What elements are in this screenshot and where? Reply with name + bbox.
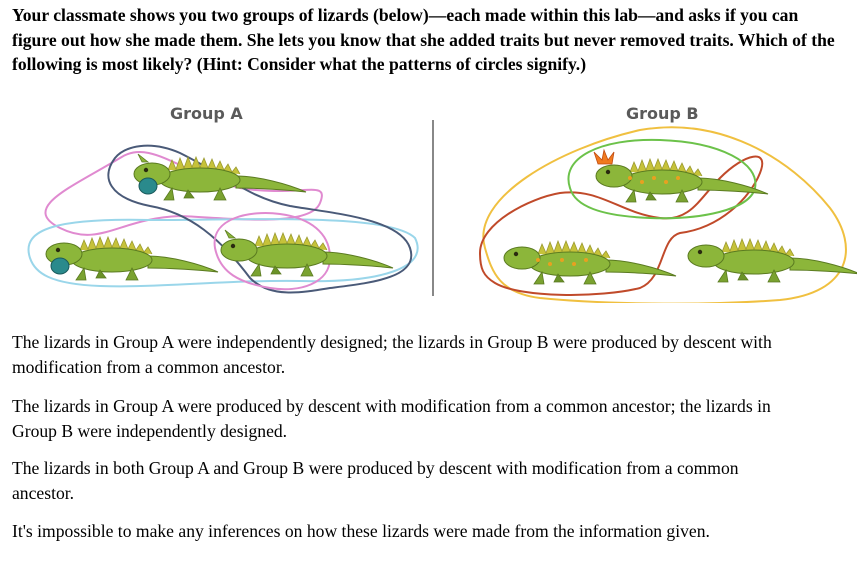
answer-option-1[interactable]: The lizards in Group A were independentl… [12,332,772,377]
answer-option-4[interactable]: It's impossible to make any inferences o… [12,521,710,541]
group-b-red-circle [478,155,764,296]
dewlap-icon [50,257,70,275]
group-b-lizard-left [503,240,677,285]
group-b-lizard-right [687,238,857,283]
group-b-yellow-circle [482,126,847,303]
group-a-lizard-top [133,153,307,201]
answer-option-3[interactable]: The lizards in both Group A and Group B … [12,458,739,503]
crest-icon [593,148,615,165]
group-a-label: Group A [170,104,243,123]
group-a-pink-circle [44,151,323,236]
group-a-lizard-right [220,229,394,277]
group-b-green-circle [567,138,757,220]
lizard-groups-figure [27,120,857,303]
dewlap-icon [138,177,158,195]
answer-option-2[interactable]: The lizards in Group A were produced by … [12,396,771,441]
group-a-lizard-left [45,236,219,281]
group-a-blue-circle [27,218,419,288]
question-text: Your classmate shows you two groups of l… [12,5,835,74]
group-b-lizard-top [593,148,769,203]
group-b-label: Group B [626,104,699,123]
